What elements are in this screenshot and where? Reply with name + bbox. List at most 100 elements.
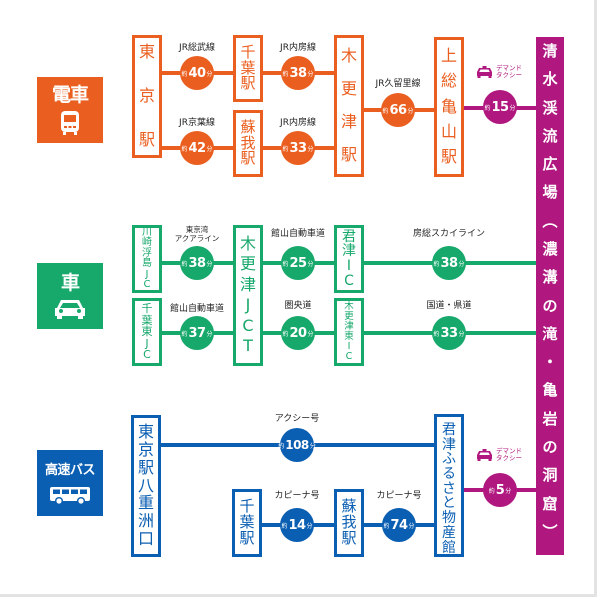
taxi-icon <box>477 66 492 78</box>
station-char: T <box>243 336 253 356</box>
station-char: 京 <box>138 86 155 106</box>
demand-taxi-label-bus: デマンド タクシー <box>476 448 522 462</box>
route-label-jr-kururi: JR久留里線 <box>375 79 421 89</box>
station-char: C <box>143 348 151 362</box>
bus-mode-label: 高速バス <box>44 463 96 478</box>
station-char: J <box>145 268 149 280</box>
route-label-capina-1: カピーナ号 <box>274 491 320 501</box>
station-char: 木 <box>239 234 256 253</box>
station-char: I <box>347 340 351 352</box>
station-char: C <box>242 315 254 335</box>
station-char: 総 <box>440 71 457 91</box>
route-label-aqualine-line2: アクアライン <box>174 233 220 243</box>
destination-char: 溝 <box>542 268 558 287</box>
station-char: 更 <box>239 254 256 274</box>
taxi-icon <box>477 449 492 461</box>
car-icon <box>55 300 85 319</box>
station-tokyo-yaesu: 東京駅八重洲口 <box>131 415 161 557</box>
station-soga: 蘇我駅 <box>233 110 263 177</box>
station-char: 我 <box>341 513 357 532</box>
taxi-label-line1: デマンド <box>496 447 522 455</box>
station-char: 千 <box>239 497 255 516</box>
route-label-capina-2: カピーナ号 <box>376 491 422 501</box>
route-label-aqualine-line1: 東京湾 <box>185 225 209 234</box>
route-label-axsea: アクシー号 <box>274 414 320 424</box>
station-soga-bus: 蘇我駅 <box>334 489 364 557</box>
station-char: 木 <box>344 301 354 313</box>
station-char: J <box>245 295 251 315</box>
destination-char: の <box>542 296 558 315</box>
station-char: 千 <box>141 302 153 316</box>
car-mode-badge: 車 <box>37 263 103 329</box>
station-char: 駅 <box>440 147 457 167</box>
station-char: 駅 <box>240 149 256 168</box>
station-char: 駅 <box>340 145 357 165</box>
destination-char: 窟 <box>542 494 558 513</box>
station-char: 駅 <box>341 528 357 547</box>
station-char: 東 <box>344 331 354 342</box>
station-char: 津 <box>342 243 356 260</box>
station-char: 口 <box>137 529 154 549</box>
station-char: 川 <box>142 226 152 238</box>
station-char: 千 <box>240 42 256 61</box>
car-mode-label: 車 <box>60 272 80 294</box>
station-char: さ <box>442 480 456 497</box>
station-char: 駅 <box>137 457 154 477</box>
station-char: 更 <box>344 311 354 323</box>
station-char: 京 <box>137 439 154 459</box>
station-char: 島 <box>142 258 152 269</box>
bus-icon <box>50 487 90 505</box>
station-char: 駅 <box>138 130 155 150</box>
station-char: 津 <box>344 321 354 333</box>
station-char: 葉 <box>141 313 153 327</box>
station-char: I <box>346 258 352 274</box>
station-char: 山 <box>440 121 457 141</box>
route-label-tateyama-expressway-1: 館山自動車道 <box>169 304 225 314</box>
station-char: C <box>345 350 353 362</box>
station-char: 葉 <box>239 513 255 532</box>
station-char: 東 <box>138 42 155 61</box>
station-char: 我 <box>240 133 256 152</box>
station-char: 津 <box>239 274 256 294</box>
destination-char: 広 <box>542 155 558 174</box>
station-char: 崎 <box>142 237 152 248</box>
station-char: 重 <box>137 493 154 513</box>
route-label-national-prefectural-road: 国道・県道 <box>426 301 472 311</box>
route-label-jr-uchibo-2: JR内房線 <box>280 118 316 128</box>
route-label-jr-keiyo: JR京葉線 <box>179 118 215 128</box>
destination-char: 渓 <box>542 98 558 117</box>
station-char: 浮 <box>142 247 152 259</box>
station-char: と <box>442 495 456 512</box>
route-label-jr-sobu: JR総武線 <box>179 43 215 53</box>
station-kisarazu: 木更津駅 <box>334 35 364 177</box>
station-char: 産 <box>442 524 456 541</box>
destination-char: 亀 <box>542 381 558 400</box>
destination-char: 濃 <box>542 239 558 258</box>
station-char: C <box>344 272 354 289</box>
destination-char: ︶ <box>542 522 558 541</box>
station-char: J <box>145 336 149 350</box>
route-label-tateyama-expressway-2: 館山自動車道 <box>270 229 326 239</box>
destination-char: の <box>542 437 558 456</box>
route-label-ken-o-do: 圏央道 <box>284 301 312 311</box>
demand-taxi-label-train: デマンド タクシー <box>476 65 522 79</box>
station-char: る <box>442 466 456 483</box>
route-label-aqualine: 東京湾 アクアライン <box>174 225 220 243</box>
station-kimitsu-furusato: 君津ふるさと物産館 <box>434 414 464 557</box>
station-char: 東 <box>137 422 154 441</box>
station-char: 駅 <box>239 528 255 547</box>
station-chiba: 千葉駅 <box>233 35 263 102</box>
route-label-boso-skyline: 房総スカイライン <box>412 229 486 239</box>
station-tokyo: 東京駅 <box>132 35 162 158</box>
